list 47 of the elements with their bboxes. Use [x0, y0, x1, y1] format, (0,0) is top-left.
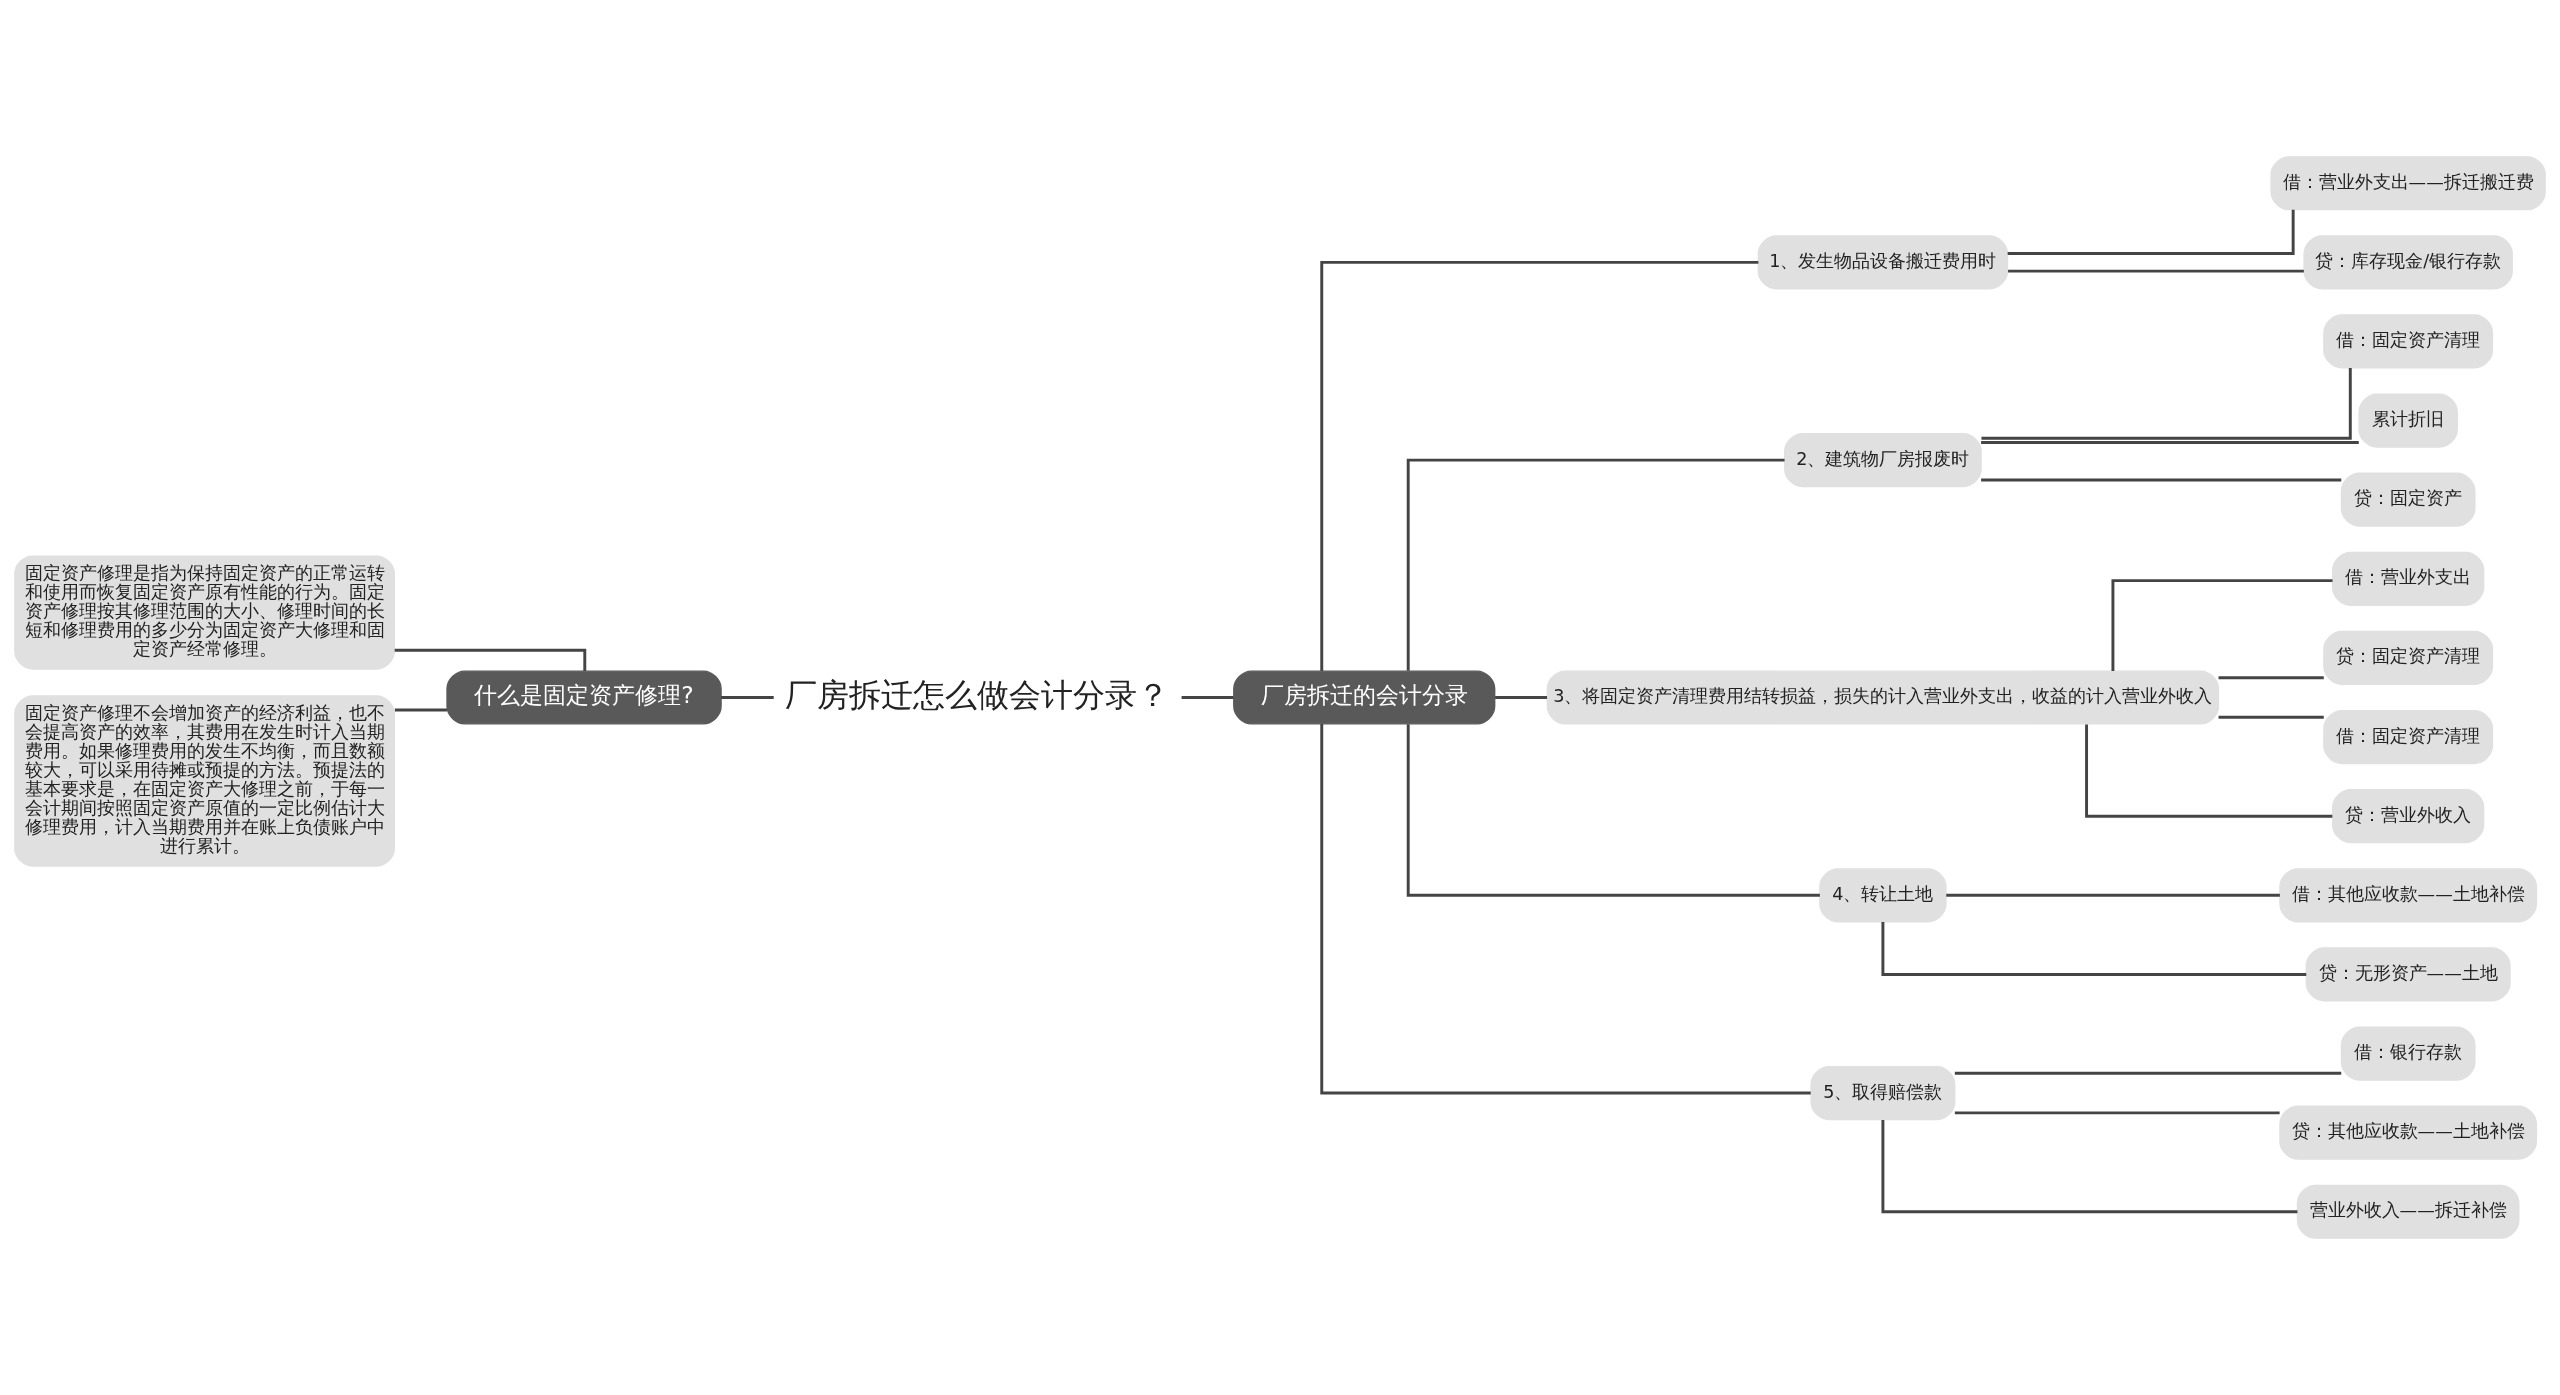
connector: [1181, 696, 1234, 699]
node-box: 固定资产修理是指为保持固定资产的正常运转和使用而恢复固定资产原有性能的行为。固定资产修理按其修理范围的大小、修理时间的长短和修理费用的多少分为固定资产大修理和固定资产经常修理。: [14, 555, 396, 670]
node-box: 固定资产修理不会增加资产的经济利益，也不会提高资产的效率，其费用在发生时计入当期费用。如果修理费用的发生不均衡，而且数额较大，可以采用待摊或预提的方法。预提法的基本要求是，在固定资产大修理之前，于每一会计期间按照固定资产原值的一定比例估计大修理费用，计入当期费用并在账上负债账户中进行累计。: [14, 695, 396, 867]
node-box: 贷：其他应收款——土地补偿: [2279, 1105, 2538, 1160]
node-box: 5、取得赔偿款: [1810, 1066, 1956, 1121]
node-box: 累计折旧: [2358, 393, 2458, 448]
node-text: 厂房拆迁怎么做会计分录？: [785, 675, 1170, 714]
connector: [1881, 922, 2307, 976]
node-box: 贷：无形资产——土地: [2305, 947, 2511, 1002]
connector: [1981, 367, 2352, 440]
connector: [2007, 209, 2295, 256]
node-box: 4、转让土地: [1819, 868, 1947, 923]
connector: [394, 708, 447, 712]
node-box: 借：固定资产清理: [2323, 709, 2494, 765]
node-box: 2、建筑物厂房报废时: [1784, 433, 1982, 488]
node-box: 贷：固定资产清理: [2323, 630, 2494, 686]
node-box: 借：其他应收款——土地补偿: [2279, 868, 2538, 923]
node-box: 厂房拆迁的会计分录: [1233, 670, 1496, 725]
connector: [1881, 1120, 2298, 1214]
node-box: 1、发生物品设备搬迁费用时: [1757, 235, 2009, 290]
node-box: 借：银行存款: [2340, 1026, 2476, 1081]
connector: [1954, 1111, 2280, 1115]
connector: [2085, 724, 2333, 818]
node-box: 营业外收入——拆迁补偿: [2296, 1184, 2520, 1239]
node-box: 什么是固定资产修理?: [446, 670, 722, 725]
connector: [2218, 715, 2324, 719]
connector: [721, 696, 774, 699]
node-box: 贷：库存现金/银行存款: [2303, 235, 2513, 290]
connector: [1406, 458, 1785, 671]
connector: [2008, 269, 2304, 273]
connector: [2111, 579, 2333, 671]
node-box: 借：营业外支出: [2331, 551, 2485, 606]
node-box: 贷：营业外收入: [2331, 789, 2485, 844]
connector: [1981, 441, 2359, 445]
connector: [394, 648, 587, 672]
connector: [2218, 676, 2324, 680]
connector: [1495, 696, 1548, 699]
connector: [1406, 724, 1820, 897]
connector: [1946, 893, 2280, 897]
node-box: 借：固定资产清理: [2323, 314, 2494, 369]
node-box: 3、将固定资产清理费用结转损益，损失的计入营业外支出，收益的计入营业外收入: [1546, 670, 2220, 725]
connector: [1981, 478, 2342, 482]
connector: [1320, 260, 1759, 671]
connector: [1320, 724, 1811, 1095]
node-box: 借：营业外支出——拆迁搬迁费: [2270, 156, 2546, 211]
connector: [1954, 1071, 2342, 1075]
node-box: 贷：固定资产: [2340, 472, 2476, 527]
